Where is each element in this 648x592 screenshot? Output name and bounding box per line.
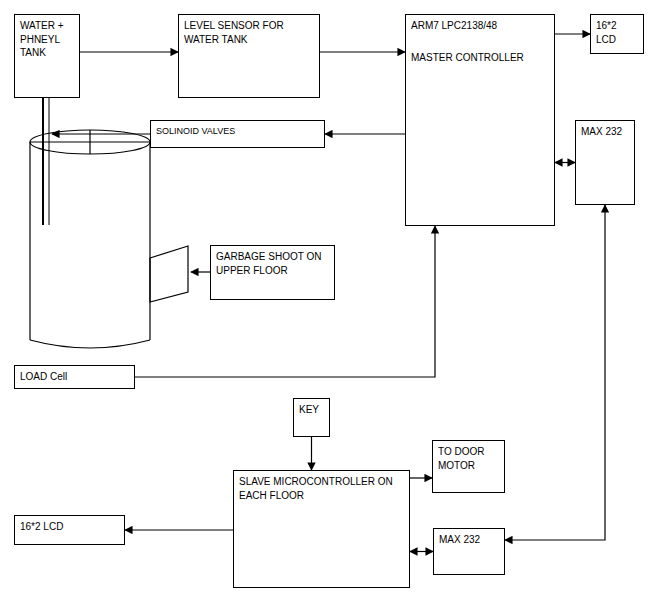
box-label: WATER + PHNEYL TANK	[20, 19, 74, 60]
box-label: 16*2 LCD	[20, 520, 119, 534]
pipe	[42, 98, 44, 225]
display-box: 16*2 LCD	[14, 515, 125, 545]
sensor-box: LEVEL SENSOR FOR WATER TANK	[178, 14, 320, 98]
tank-box: WATER + PHNEYL TANK	[14, 14, 80, 98]
box-label: SOLINOID VALVES	[156, 125, 319, 137]
signal-arrow	[555, 33, 590, 34]
box-label: MASTER CONTROLLER	[411, 51, 549, 65]
interface-box: MAX 232	[433, 528, 505, 575]
box-label: LOAD Cell	[20, 370, 129, 384]
load-cell-box: LOAD Cell	[14, 365, 135, 389]
signal-arrow	[80, 51, 178, 52]
box-label: KEY	[299, 403, 324, 417]
display-box: 16*2 LCD	[590, 14, 644, 54]
valve-box: SOLINOID VALVES	[150, 120, 325, 148]
slave-controller-box: SLAVE MICROCONTROLLER ON EACH FLOOR	[233, 470, 410, 588]
box-label: LEVEL SENSOR FOR WATER TANK	[184, 19, 314, 46]
bin-bottom	[30, 340, 150, 348]
chute-arrow	[191, 271, 210, 272]
chute-box: GARBAGE SHOOT ON UPPER FLOOR	[210, 245, 335, 300]
signal-arrow	[410, 551, 433, 552]
chute-flap	[150, 246, 188, 302]
signal-arrow	[325, 133, 405, 134]
signal-arrow	[311, 437, 312, 470]
bin-side	[29, 142, 30, 340]
signal-arrow	[320, 51, 405, 52]
signal-arrow	[555, 162, 575, 163]
box-label: 16*2 LCD	[596, 19, 638, 46]
bin-top	[30, 130, 150, 154]
signal-arrow	[410, 477, 432, 478]
signal-arrow	[505, 205, 605, 540]
box-label: SLAVE MICROCONTROLLER ON EACH FLOOR	[239, 475, 404, 502]
box-label: MAX 232	[581, 125, 629, 139]
box-label: ARM7 LPC2138/48	[411, 19, 549, 33]
signal-arrow	[135, 226, 435, 377]
signal-arrow	[125, 529, 233, 530]
controller-box: ARM7 LPC2138/48MASTER CONTROLLER	[405, 14, 555, 226]
valve-feed-arrow	[52, 133, 150, 134]
box-label: TO DOOR MOTOR	[438, 445, 499, 472]
bin-side	[149, 142, 150, 340]
motor-box: TO DOOR MOTOR	[432, 440, 505, 493]
box-label: GARBAGE SHOOT ON UPPER FLOOR	[216, 250, 329, 277]
key-box: KEY	[293, 398, 330, 437]
interface-box: MAX 232	[575, 120, 635, 205]
pipe	[49, 98, 50, 225]
box-label: MAX 232	[439, 533, 499, 547]
